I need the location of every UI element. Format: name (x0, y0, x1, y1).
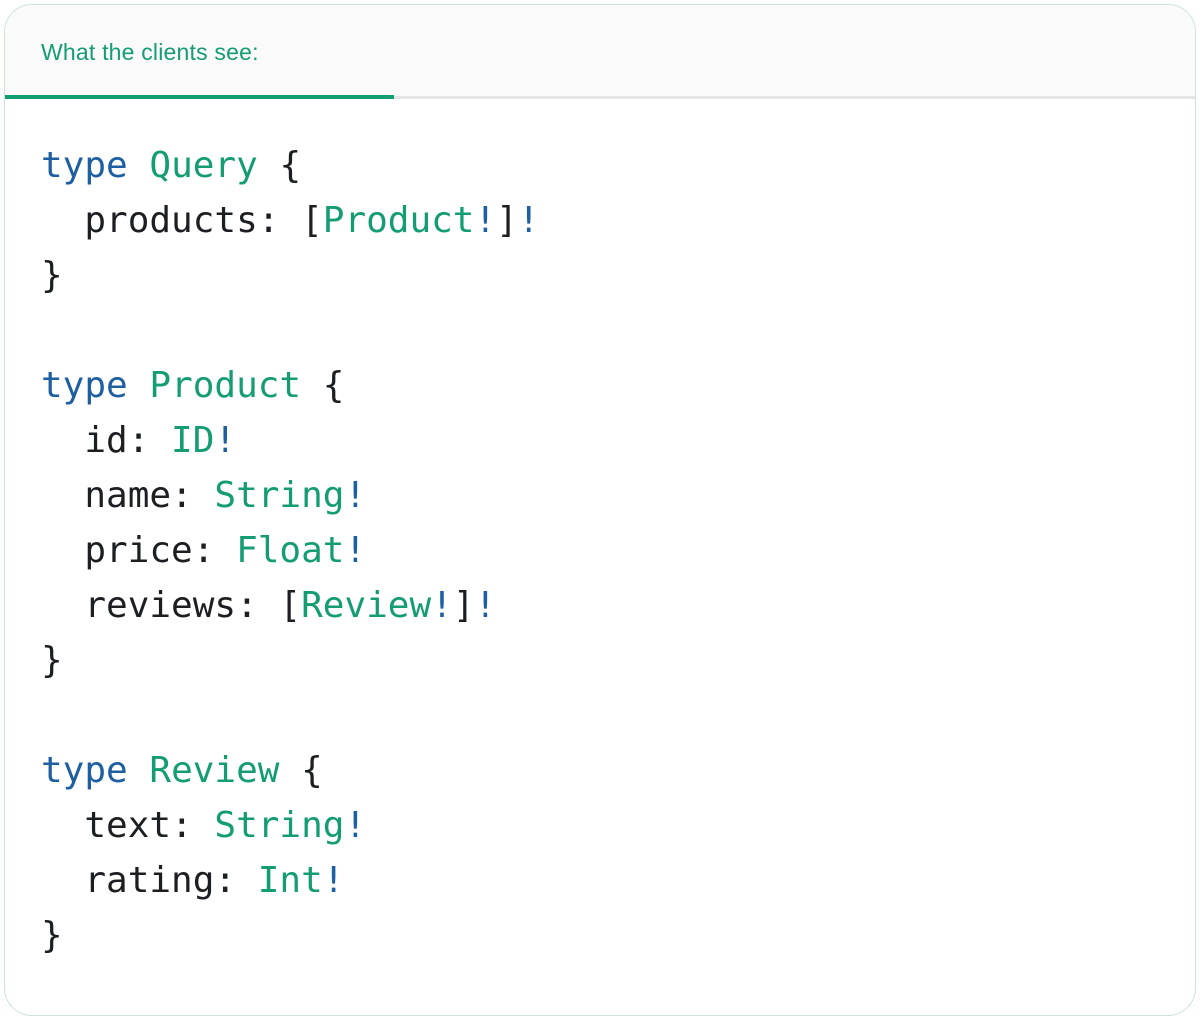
code-token-typename: Review (301, 585, 432, 626)
code-token-typename: Query (149, 145, 258, 186)
code-token-bang: ! (517, 200, 540, 241)
code-token-plain: } (41, 255, 63, 296)
code-token-bang: ! (431, 585, 453, 626)
code-token-plain (128, 750, 150, 791)
code-token-plain: { (301, 365, 345, 406)
code-token-plain: } (41, 915, 63, 956)
code-token-bang: ! (344, 530, 367, 571)
code-token-plain: ] (452, 585, 475, 626)
code-line: id: ID! (41, 413, 1165, 468)
code-line (41, 303, 1165, 358)
code-token-typename: String (214, 475, 345, 516)
code-token-plain: ] (496, 200, 518, 241)
code-token-plain: price: (41, 530, 237, 571)
code-token-plain: { (279, 750, 323, 791)
code-token-plain: rating: (41, 860, 258, 901)
code-token-plain (128, 145, 150, 186)
code-token-typename: Float (236, 530, 345, 571)
code-token-bang: ! (322, 860, 345, 901)
code-token-bang: ! (344, 475, 367, 516)
code-token-keyword: type (41, 145, 128, 186)
code-line: } (41, 248, 1165, 303)
code-token-plain: } (41, 640, 63, 681)
code-line: reviews: [Review!]! (41, 578, 1165, 633)
code-token-keyword: type (41, 365, 128, 406)
code-line: name: String! (41, 468, 1165, 523)
code-line: } (41, 633, 1165, 688)
code-token-bang: ! (344, 805, 367, 846)
code-token-bang: ! (474, 200, 497, 241)
tab-clients-view[interactable]: What the clients see: (5, 5, 394, 99)
code-token-bang: ! (214, 420, 237, 461)
code-line: price: Float! (41, 523, 1165, 578)
code-line: type Product { (41, 358, 1165, 413)
code-token-plain: id: (41, 420, 172, 461)
code-line (41, 688, 1165, 743)
code-panel: What the clients see: type Query { produ… (4, 4, 1196, 1016)
code-token-typename: Review (149, 750, 280, 791)
code-token-plain: name: (41, 475, 215, 516)
code-line: products: [Product!]! (41, 193, 1165, 248)
code-token-plain: text: (41, 805, 215, 846)
code-token-bang: ! (474, 585, 497, 626)
code-line: rating: Int! (41, 853, 1165, 908)
code-block: type Query { products: [Product!]!}type … (5, 99, 1195, 1003)
code-line: type Review { (41, 743, 1165, 798)
code-line: text: String! (41, 798, 1165, 853)
code-token-typename: String (214, 805, 345, 846)
code-token-typename: Product (149, 365, 302, 406)
code-token-typename: Int (257, 860, 323, 901)
code-token-plain: { (257, 145, 302, 186)
code-token-keyword: type (41, 750, 128, 791)
code-line: type Query { (41, 138, 1165, 193)
code-token-typename: ID (171, 420, 215, 461)
code-line: } (41, 908, 1165, 963)
code-token-typename: Product (322, 200, 475, 241)
code-token-plain (128, 365, 150, 406)
code-token-plain: products: [ (41, 200, 323, 241)
code-token-plain: reviews: [ (41, 585, 302, 626)
tab-bar: What the clients see: (5, 5, 1195, 99)
